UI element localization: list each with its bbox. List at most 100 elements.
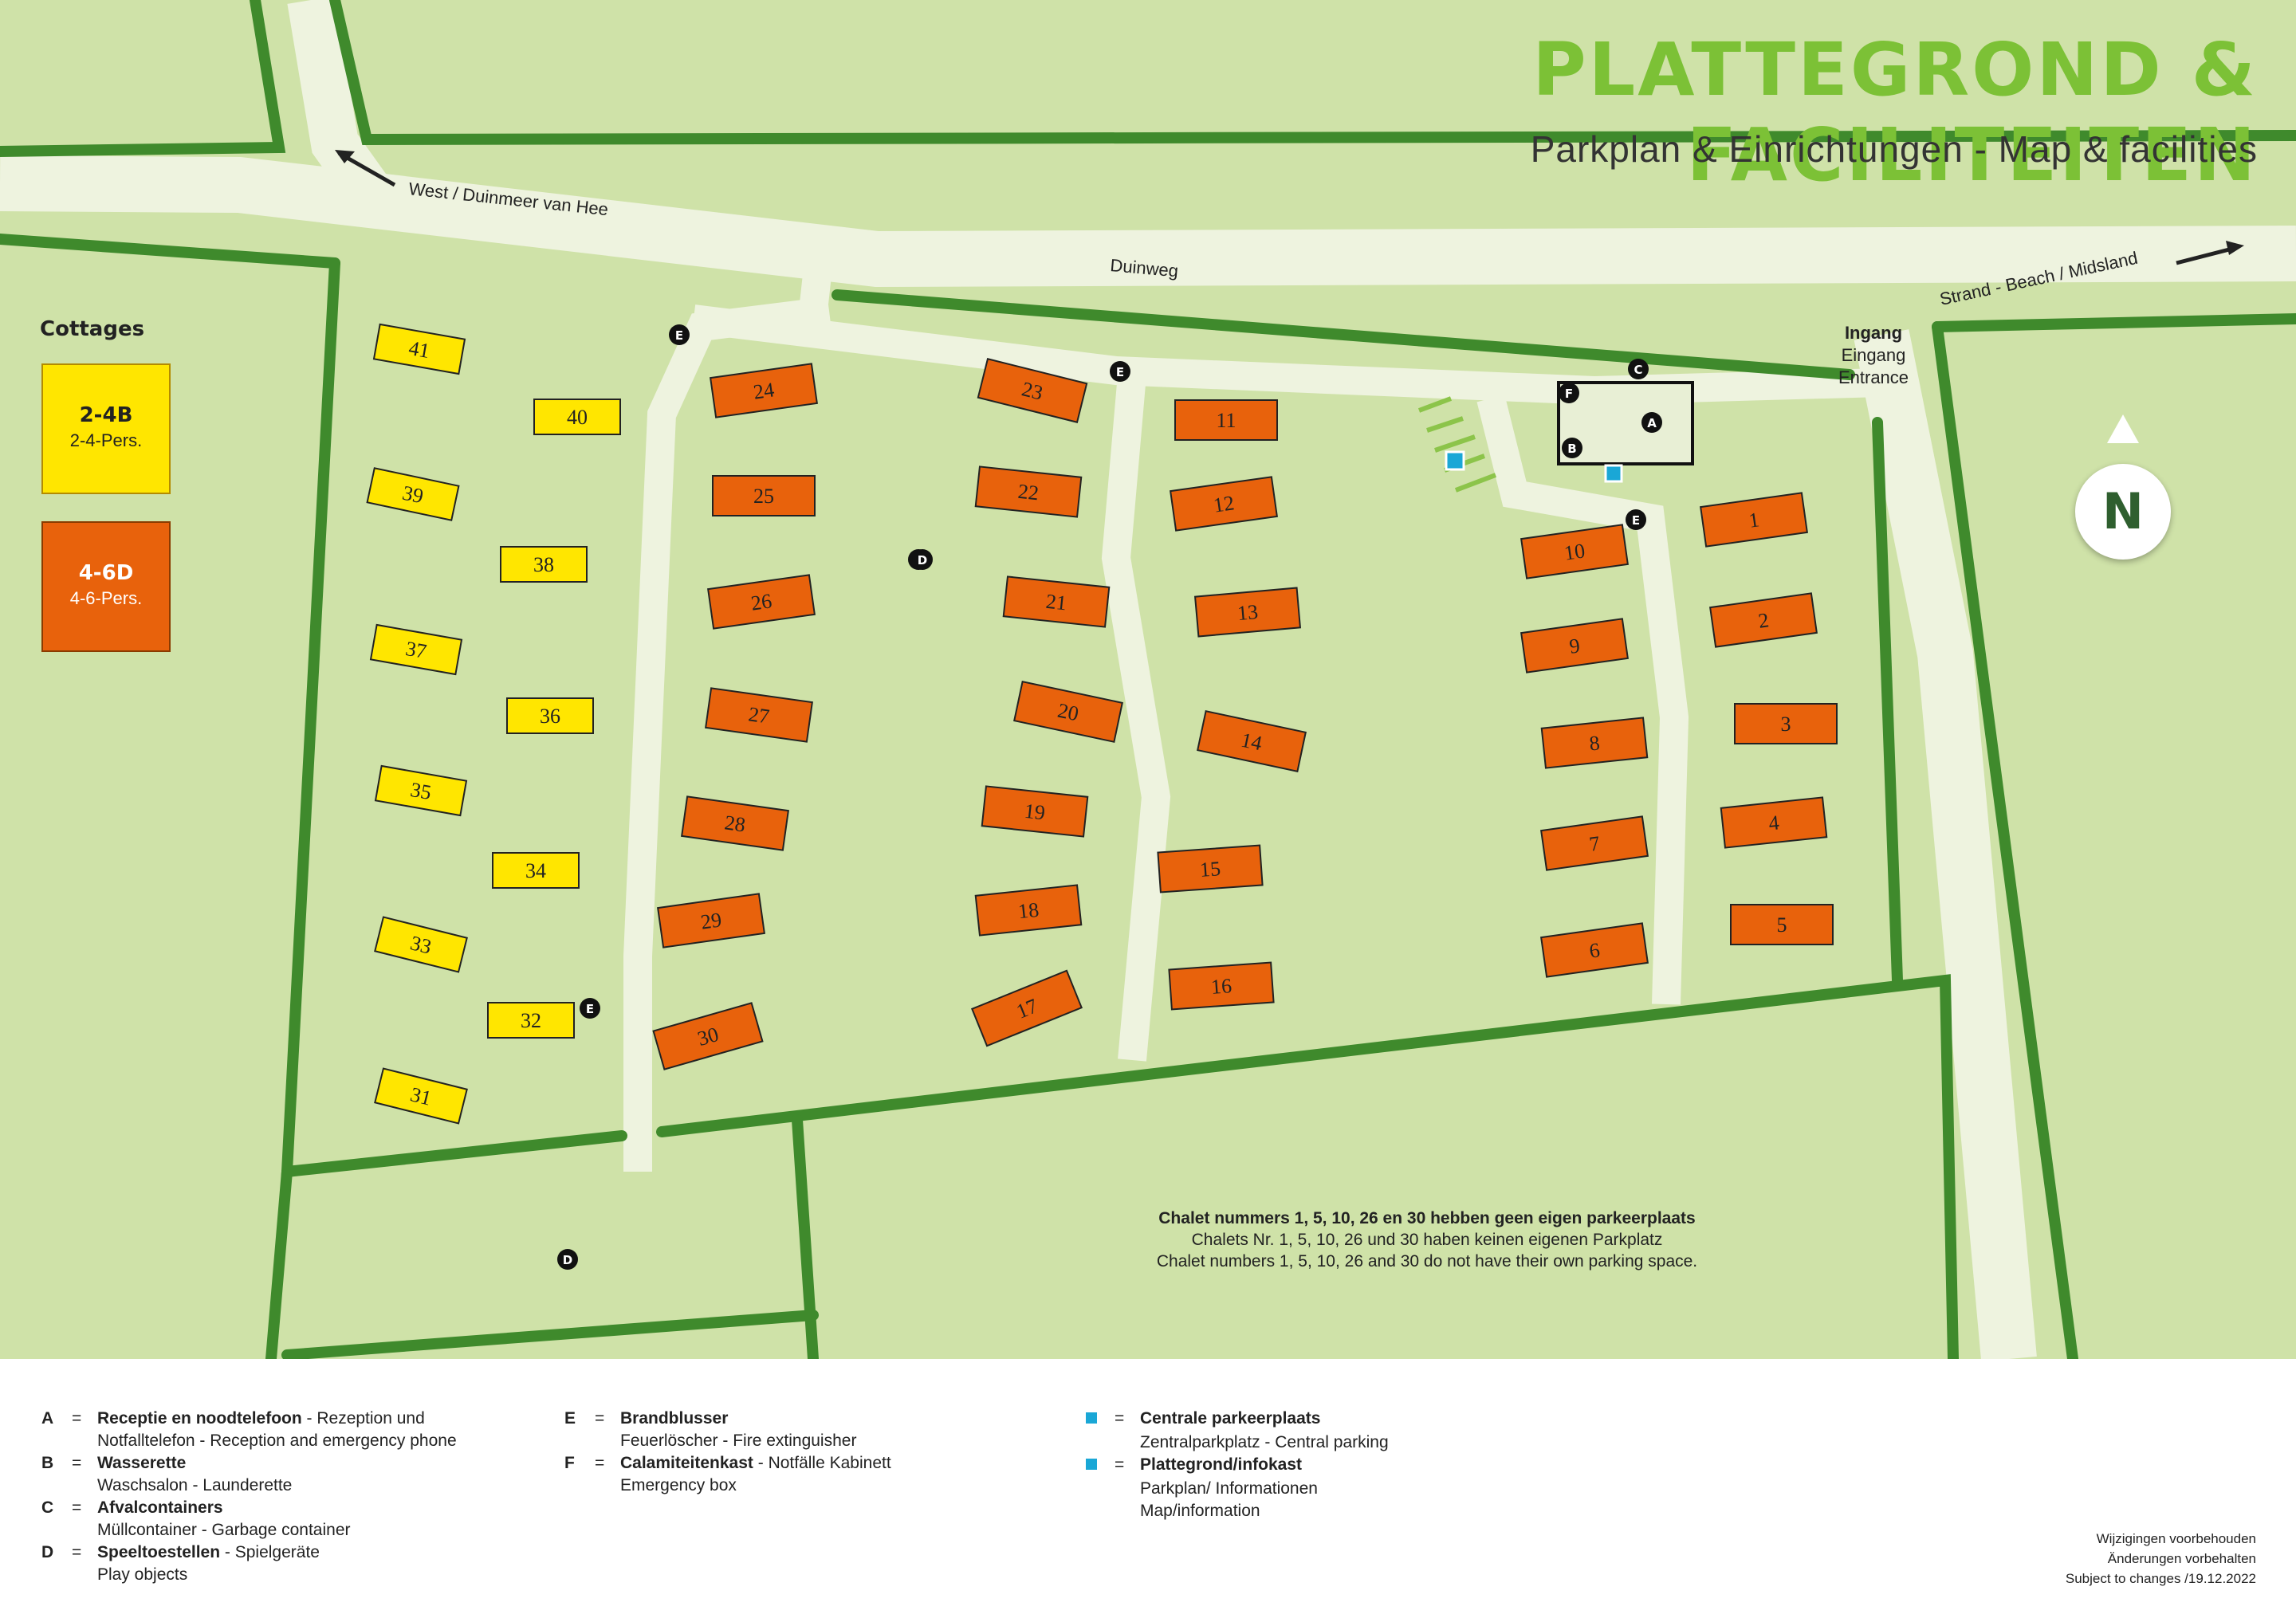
cottage-number: 35 [409,778,434,804]
parking-note-de: Chalets Nr. 1, 5, 10, 26 und 30 haben ke… [1191,1231,1663,1249]
entrance-label-en: Entrance [1838,367,1909,387]
cottage-shape [1709,592,1818,648]
cottage-shape [1734,703,1838,744]
cottage-number: 13 [1236,600,1259,625]
cottage-37: 37 [369,623,463,676]
page-title: PLATTEGROND & FACILITEITEN [1532,27,2258,198]
cottage-shape [374,916,468,973]
facility-marker-E: E [1110,361,1130,382]
legend-column-1: A=Receptie en noodtelefoon - Rezeption u… [41,1409,457,1584]
cottage-shape [1520,524,1629,579]
facility-marker-B: B [1562,438,1582,458]
legend-cottage-4-6D: 4-6D 4-6-Pers. [41,521,171,652]
cottage-10: 10 [1520,524,1629,579]
cottage-shape [1197,710,1307,772]
cottage-shape [981,785,1089,838]
legend-code-2-4B: 2-4B [79,403,133,427]
legend-code-4-6D: 4-6D [78,561,134,585]
facility-marker-D: D [557,1249,578,1270]
cottage-35: 35 [374,764,468,817]
marker-letter: A [1647,416,1657,430]
north-arrow-icon [2107,414,2139,443]
cottage-shape [970,969,1083,1047]
entrance-label-nl: Ingang [1844,323,1903,343]
cottage-7: 7 [1540,815,1649,871]
cottage-28: 28 [681,795,789,851]
cottage-33: 33 [374,916,468,973]
cottage-9: 9 [1520,618,1629,674]
cottage-shape [369,623,463,676]
cottage-26: 26 [707,574,816,630]
east-arrow-icon [2176,246,2233,265]
cottage-40: 40 [533,399,621,435]
cottage-15: 15 [1157,844,1264,893]
cottage-41: 41 [372,323,466,375]
cottage-shape [1168,961,1275,1011]
facility-marker-E: E [1626,509,1646,530]
marker-letter: D [918,553,927,568]
cottage-number: 14 [1239,729,1264,756]
central-parking-icon [1445,450,1465,471]
cottage-25: 25 [712,475,816,516]
facility-marker-F: F [1559,383,1579,403]
cottage-shape [710,363,818,418]
cottage-14: 14 [1197,710,1307,772]
hedges [0,0,2296,1359]
cottage-number: 3 [1781,713,1791,736]
marker-dot [1559,383,1579,403]
lane-east [1476,395,1689,1005]
cottage-legend-title: Cottages [40,317,145,341]
cottage-shape [374,1067,468,1125]
cottage-number: 24 [752,378,776,403]
cottage-shape [1002,575,1111,628]
marker-dot [1562,438,1582,458]
info-board-icon [1604,464,1623,483]
marker-dot [557,1249,578,1270]
cottage-12: 12 [1170,476,1278,532]
marker-dot [1110,361,1130,382]
parking-legend-icon [1084,1411,1099,1425]
cottage-shape [500,546,588,583]
legend-cottage-2-4B: 2-4B 2-4-Pers. [41,363,171,494]
cottage-30: 30 [652,1002,764,1070]
cottage-17: 17 [970,969,1083,1047]
cottage-29: 29 [657,893,765,948]
cottage-shape [506,697,594,734]
cottage-3: 3 [1734,703,1838,744]
cottage-16: 16 [1168,961,1275,1011]
cottage-2: 2 [1709,592,1818,648]
cottage-shape [1520,618,1629,674]
cottage-24: 24 [710,363,818,418]
cottage-number: 19 [1024,799,1047,825]
cottage-1: 1 [1700,492,1808,548]
cottage-shape [974,465,1083,518]
marker-letter: E [586,1002,594,1016]
marker-dot [1641,412,1662,433]
cottage-number: 10 [1563,539,1586,564]
cottage-number: 12 [1212,491,1236,516]
cottage-shape [492,852,580,889]
east-road [1854,329,2037,1359]
cottage-39: 39 [366,467,460,521]
cottage-number: 38 [533,553,554,576]
cottage-shape [1193,587,1302,638]
cottage-36: 36 [506,697,594,734]
cottage-38: 38 [500,546,588,583]
facility-marker-D: D [912,549,933,570]
cottage-22: 22 [974,465,1083,518]
marker-dot [1628,359,1649,379]
cottage-27: 27 [705,687,813,743]
cottage-shape [705,687,813,743]
cottage-number: 2 [1757,608,1771,633]
cottage-number: 20 [1056,699,1080,726]
cottage-number: 34 [525,859,546,882]
cottage-shape [1730,904,1834,945]
map-canvas: 1234567891011121314151617181920212223242… [0,0,2296,1359]
east-arrowhead-icon [2226,241,2244,255]
cottage-shape [1157,844,1264,893]
cottage-shape [487,1002,575,1039]
west-road [287,0,395,214]
cottage-shape [974,884,1083,937]
marker-letter: E [1116,365,1124,379]
